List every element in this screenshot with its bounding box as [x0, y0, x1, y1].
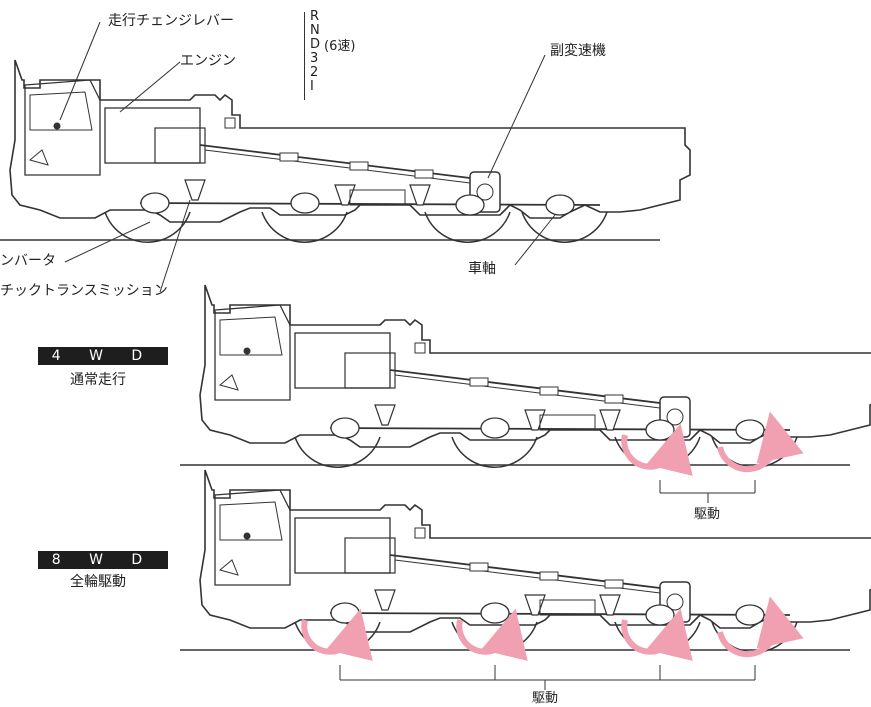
- gear-1: I: [310, 79, 314, 94]
- gear-r: R: [310, 9, 320, 24]
- drive-label-8wd: 駆動: [532, 691, 559, 706]
- truck-8wd: [179, 469, 871, 690]
- shift-lever-label: 走行チェンジレバー: [108, 13, 234, 29]
- mode-badge-4wd: 4 W D: [38, 347, 168, 365]
- truck-overview: [0, 21, 691, 293]
- gear-n: N: [310, 23, 320, 38]
- transmission-label: チックトランスミッション: [0, 283, 168, 299]
- gear-positions: R N D 3 2 I: [310, 10, 320, 94]
- mode-caption-8wd: 全輪駆動: [70, 574, 126, 590]
- gear-3: 3: [310, 51, 319, 66]
- mode-badge-8wd: 8 W D: [38, 551, 168, 569]
- gear-d: D: [310, 37, 321, 52]
- gear-bracket: [304, 12, 305, 100]
- drive-label-4wd: 駆動: [694, 507, 721, 522]
- six-speed-label: (6速): [324, 39, 356, 54]
- mode-caption-4wd: 通常走行: [70, 372, 126, 388]
- engine-label: エンジン: [180, 53, 236, 69]
- gear-2: 2: [310, 65, 319, 80]
- converter-label: ンバータ: [0, 253, 56, 269]
- axle-label: 車軸: [468, 261, 496, 277]
- transfer-label: 副変速機: [550, 43, 606, 59]
- truck-4wd: [179, 284, 871, 503]
